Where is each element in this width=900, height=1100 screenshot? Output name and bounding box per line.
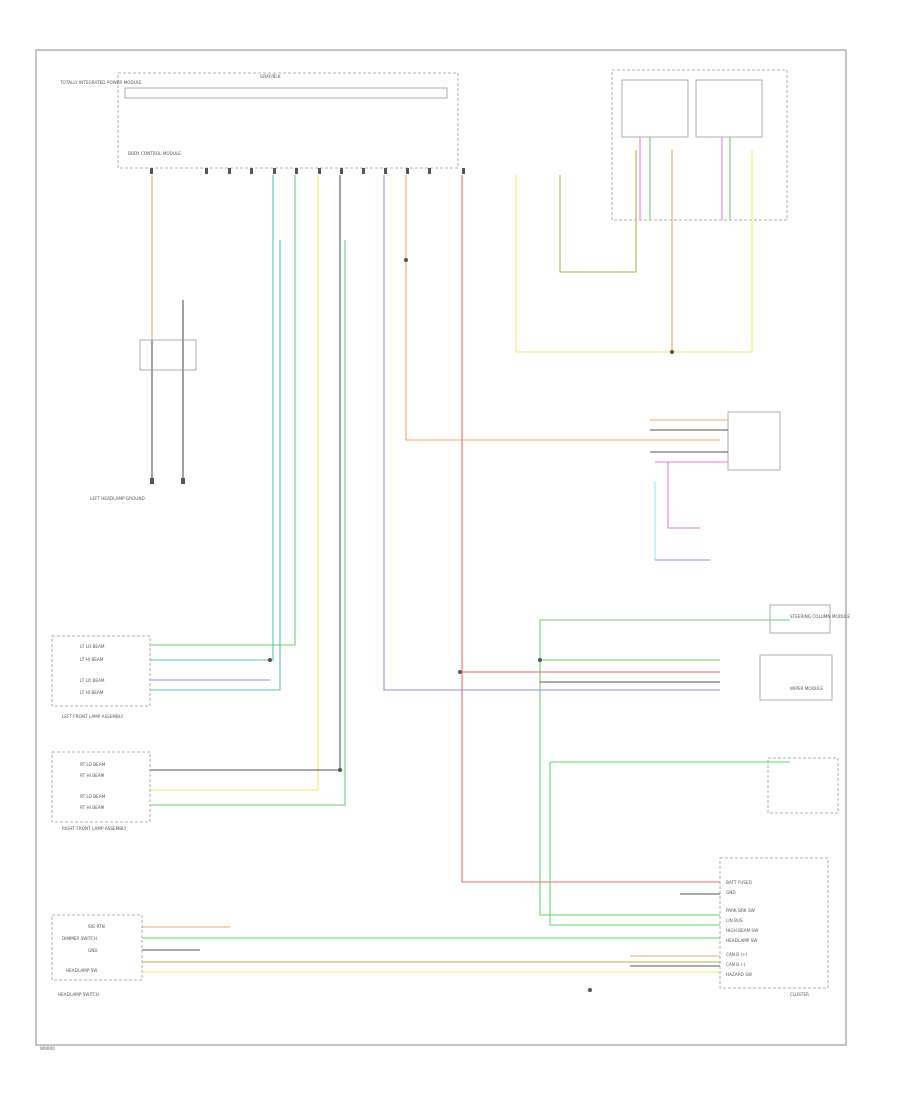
cluster-row-2: PARK BRK SW xyxy=(726,908,755,913)
tipm-module: TOTALLY INTEGRATED POWER MODULE GRAY/BLK xyxy=(59,72,459,169)
wiper-connector xyxy=(540,654,833,701)
figure-code: W0000 xyxy=(40,1046,55,1051)
wire-pink-top xyxy=(639,137,723,220)
wire-green-top xyxy=(649,137,731,220)
wire-orange-long xyxy=(405,175,720,441)
wire-teal xyxy=(150,175,274,661)
cluster-row-7: CAN B (-) xyxy=(726,962,746,967)
steering-column-connector xyxy=(539,604,831,916)
cluster-row-6: CAN B (+) xyxy=(726,952,748,957)
right-lower-module xyxy=(549,757,839,926)
wire-yellow-top-right xyxy=(515,150,753,353)
wire-green-1 xyxy=(150,175,296,646)
top-right-module xyxy=(611,69,788,221)
rfl-row-2: RT LO BEAM xyxy=(80,794,106,799)
left-front-lamp-assembly: LEFT FRONT LAMP ASSEMBLY LT LO BEAM LT H… xyxy=(51,635,151,719)
hs-row-2: GND xyxy=(88,948,98,953)
wire-teal-2 xyxy=(150,240,281,691)
cluster-row-1: GND xyxy=(726,890,736,895)
hs-row-1: DIMMER SWITCH xyxy=(62,936,97,941)
tipm-label: TOTALLY INTEGRATED POWER MODULE xyxy=(59,80,142,85)
left-front-lamp-label: LEFT FRONT LAMP ASSEMBLY xyxy=(62,714,124,719)
wiper-module-label: WIPER MODULE xyxy=(790,686,823,691)
right-front-lamp-label: RIGHT FRONT LAMP ASSEMBLY xyxy=(62,826,127,831)
wire-blue-long xyxy=(383,175,720,691)
wire-yellow-left xyxy=(150,175,319,791)
cluster-module: CLUSTER BATT FUSED GND PARK BRK SW LIN B… xyxy=(630,857,829,997)
tipm-pins xyxy=(150,168,465,174)
rfl-row-1: RT HI BEAM xyxy=(80,773,105,778)
wire-green-right-lamp xyxy=(150,240,346,806)
lfl-row-3: LT HI BEAM xyxy=(80,690,104,695)
diagram-frame xyxy=(35,49,847,1046)
body-control-label: BODY CONTROL MODULE xyxy=(128,151,181,156)
hs-row-3: HEADLAMP SW xyxy=(66,968,97,973)
cluster-row-5: HEADLAMP SW xyxy=(726,938,757,943)
wire-olive xyxy=(559,150,637,273)
lfl-row-0: LT LO BEAM xyxy=(80,644,105,649)
hs-row-0: SIG RTN xyxy=(88,924,105,929)
right-middle-connector xyxy=(650,411,781,561)
wire-red-long xyxy=(461,175,720,883)
lfl-row-2: LT LO BEAM xyxy=(80,678,105,683)
wire-black-left-ground xyxy=(150,300,185,484)
cluster-row-8: HAZARD SW xyxy=(726,972,752,977)
cluster-row-4: HIGH BEAM SW xyxy=(726,928,758,933)
splice-points xyxy=(268,258,674,992)
steering-column-label: STEERING COLUMN MODULE xyxy=(790,614,850,619)
rfl-row-3: RT HI BEAM xyxy=(80,805,105,810)
lfl-row-1: LT HI BEAM xyxy=(80,657,104,662)
headlamp-switch: HEADLAMP SWITCH SIG RTN DIMMER SWITCH GN… xyxy=(51,914,720,997)
left-connector-block xyxy=(139,339,197,371)
headlamp-switch-label: HEADLAMP SWITCH xyxy=(58,992,99,997)
cluster-label: CLUSTER xyxy=(790,992,809,997)
cluster-row-3: LIN BUS xyxy=(726,918,743,923)
wire-black-mid xyxy=(150,175,341,771)
ground-left-label: LEFT HEADLAMP GROUND xyxy=(90,496,145,501)
rfl-row-0: RT LO BEAM xyxy=(80,762,106,767)
tipm-connector-label: GRAY/BLK xyxy=(260,74,281,79)
cluster-row-0: BATT FUSED xyxy=(726,880,752,885)
right-front-lamp-assembly: RIGHT FRONT LAMP ASSEMBLY RT LO BEAM RT … xyxy=(51,751,151,831)
